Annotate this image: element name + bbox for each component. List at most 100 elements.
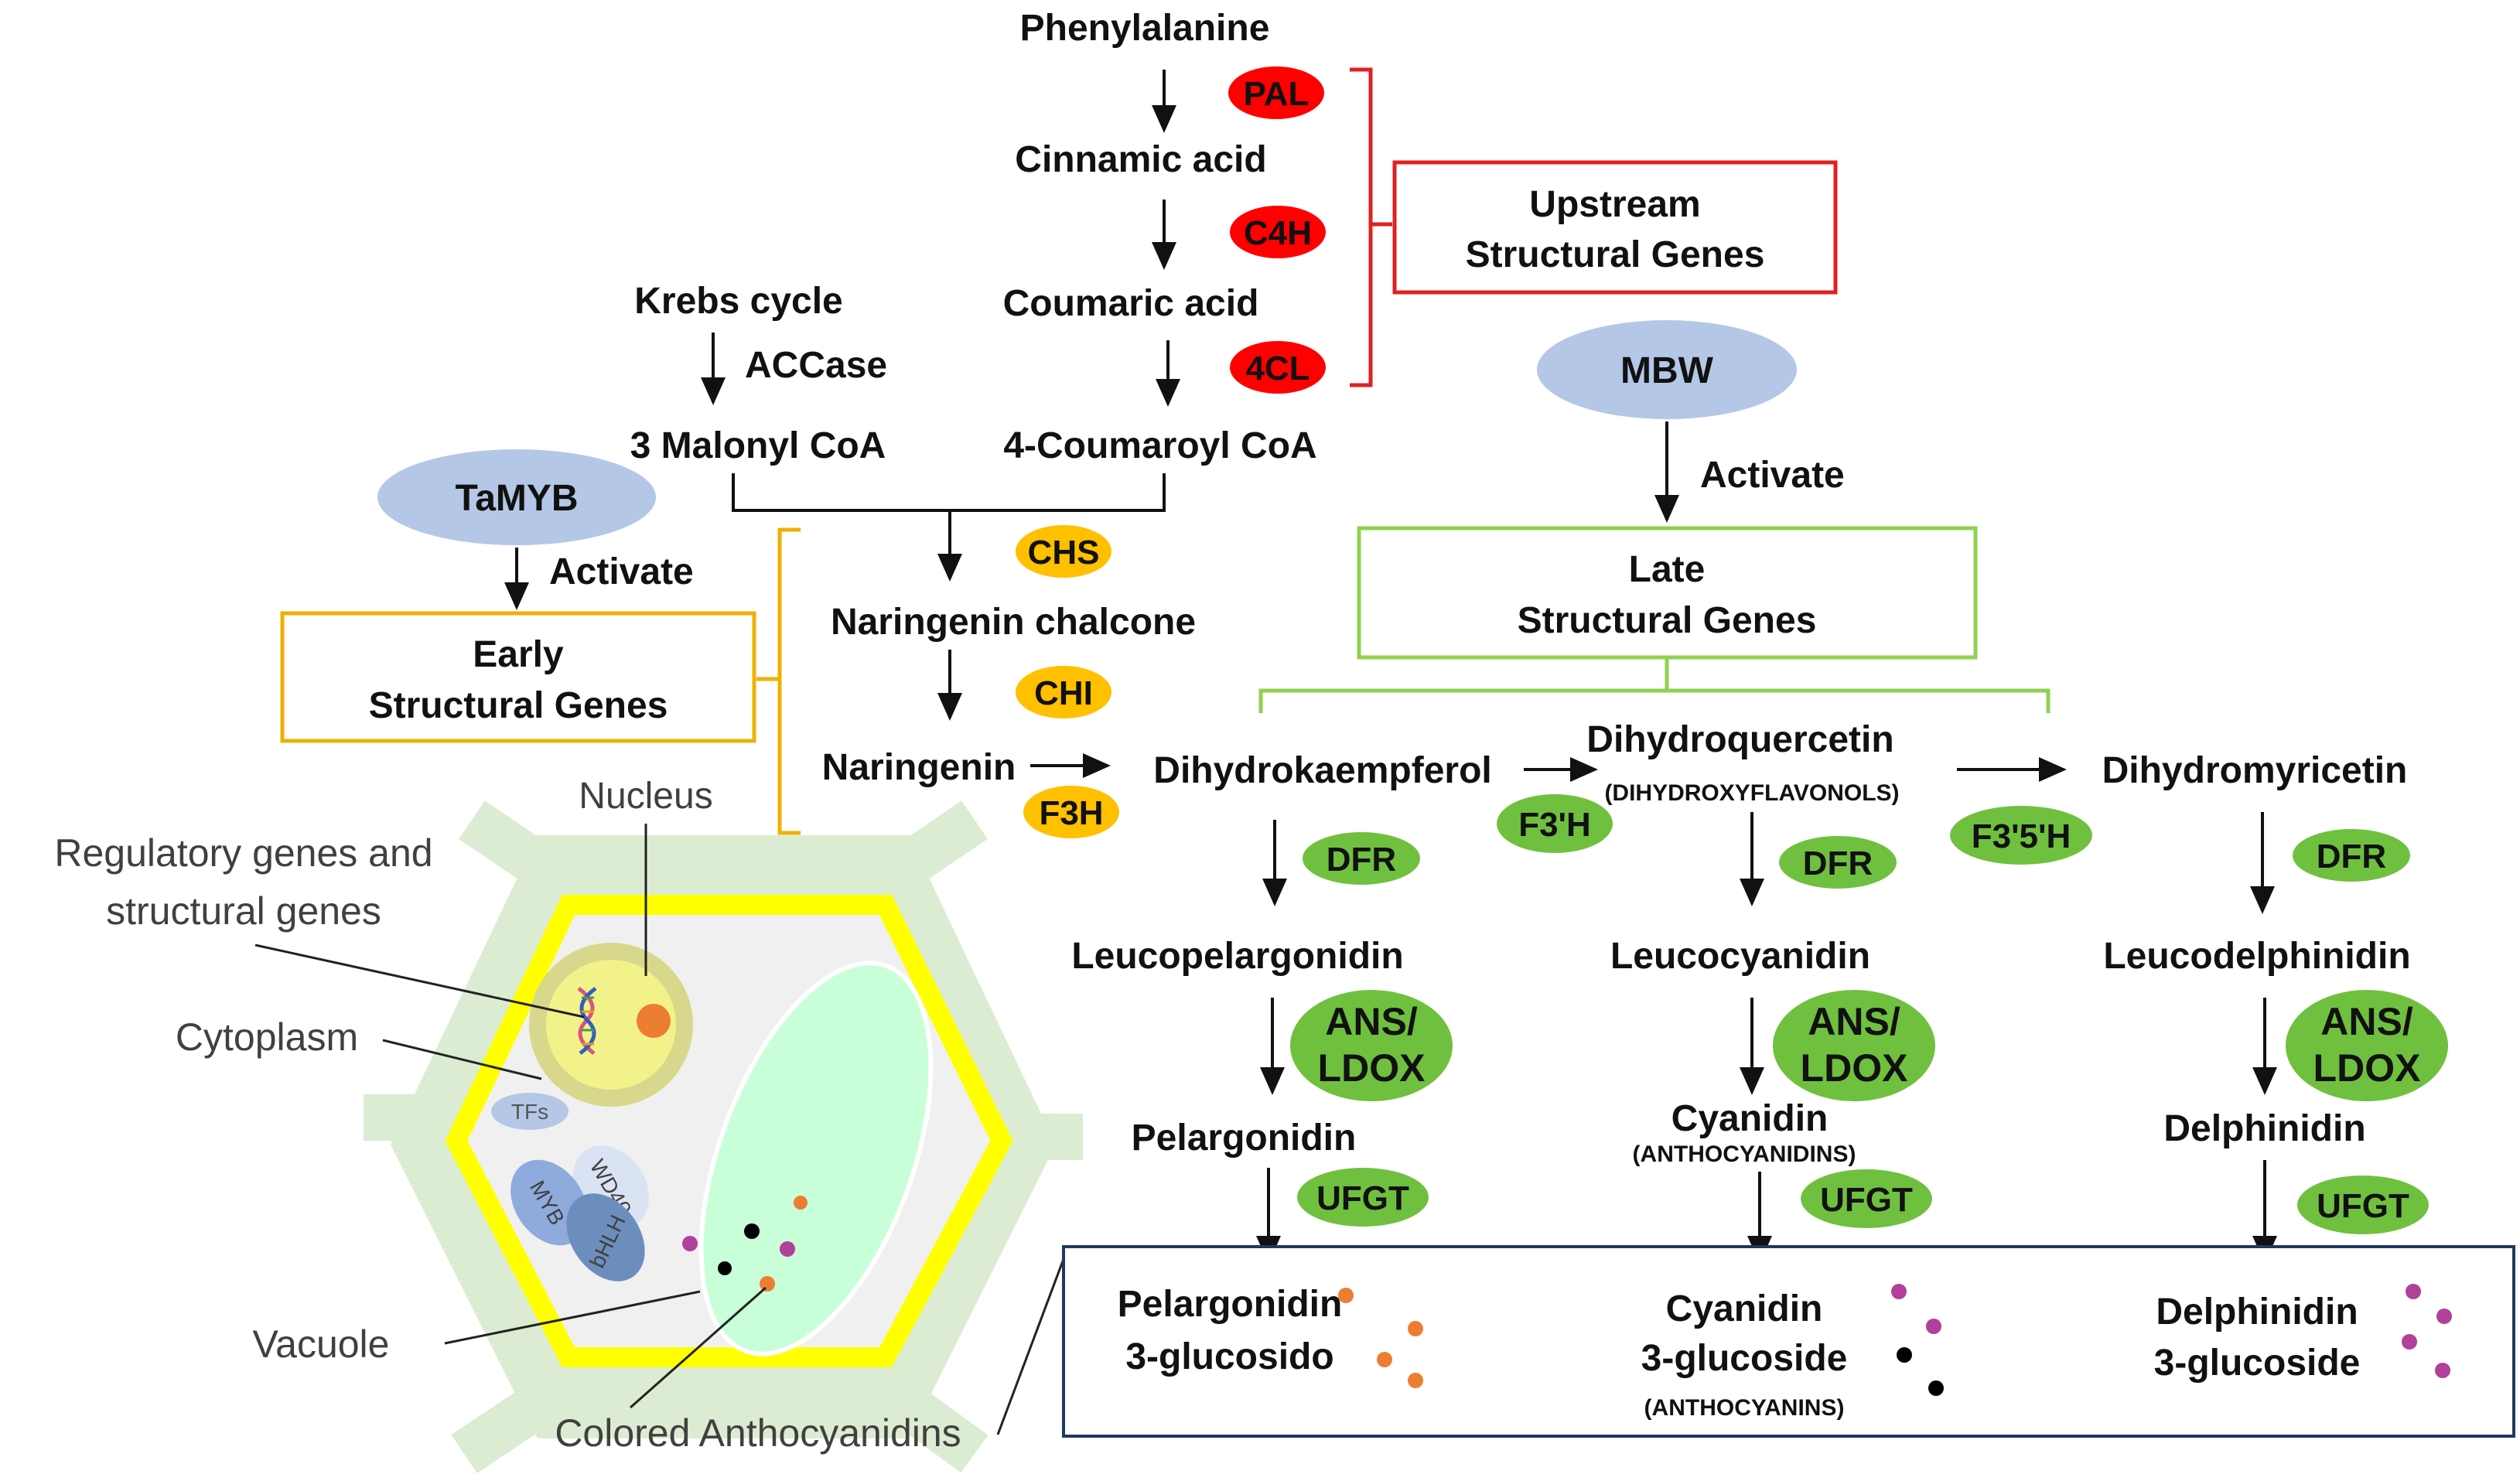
cell-wall-spoke bbox=[876, 800, 988, 897]
mbw-label: MBW bbox=[1620, 350, 1714, 391]
tfs-blob bbox=[491, 1093, 569, 1130]
anthocyanins: (ANTHOCYANINS) bbox=[1644, 1395, 1845, 1421]
phenylalanine: Phenylalanine bbox=[1020, 8, 1270, 49]
tamyb-regulator bbox=[377, 449, 656, 545]
pelargonidin-dot bbox=[1408, 1321, 1423, 1336]
f3h-label: F3H bbox=[1039, 794, 1103, 832]
delphinidin: Delphinidin bbox=[2163, 1108, 2365, 1149]
delphinidin-dot bbox=[2402, 1334, 2417, 1350]
upstream-pathway: Phenylalanine PAL Cinnamic acid C4H Coum… bbox=[630, 8, 1838, 512]
pal-enzyme bbox=[1228, 67, 1324, 119]
colored-anthocyanidins-label: Colored Anthocyanidins bbox=[555, 1411, 961, 1455]
early-genes-label-1: Early bbox=[473, 634, 564, 675]
upstream-bracket bbox=[1350, 67, 1392, 387]
pal-label: PAL bbox=[1244, 75, 1310, 113]
cell-wall-spoke bbox=[459, 800, 570, 897]
late-genes-label-1: Late bbox=[1629, 549, 1706, 590]
ufgt-label-3: UFGT bbox=[2317, 1187, 2409, 1225]
tamyb-label: TaMYB bbox=[455, 478, 578, 519]
tamyb-activate: Activate bbox=[549, 551, 694, 592]
pigment-dot bbox=[780, 1241, 795, 1257]
coumaroyl-coa: 4-Coumaroyl CoA bbox=[1003, 425, 1316, 466]
ans-enzyme-1 bbox=[1290, 990, 1453, 1101]
leucopelargonidin: Leucopelargonidin bbox=[1071, 936, 1403, 977]
naringenin: Naringenin bbox=[822, 747, 1016, 788]
cell-labels: Nucleus Regulatory genes and structural … bbox=[54, 776, 1065, 1455]
chi-enzyme bbox=[1016, 666, 1111, 718]
dna-icon bbox=[577, 986, 597, 1056]
accase-label: ACCase bbox=[745, 345, 887, 386]
4cl-label: 4CL bbox=[1245, 350, 1310, 387]
mbw-activate: Activate bbox=[1700, 455, 1845, 496]
ans-label-3a: ANS/ bbox=[2320, 1000, 2413, 1043]
dfr-label-2: DFR bbox=[1803, 845, 1873, 882]
cell-illustration: TFs WD40 MYB bHLH bbox=[364, 800, 1083, 1473]
cell-wall-spoke bbox=[451, 1373, 570, 1473]
ufgt-label-2: UFGT bbox=[1820, 1181, 1913, 1219]
malonyl-coa: 3 Malonyl CoA bbox=[630, 425, 886, 466]
anthocyanin-products: Pelargonidin 3-glucosido Cyanidin 3-gluc… bbox=[1062, 1245, 2515, 1438]
c4h-enzyme bbox=[1230, 206, 1326, 258]
pigment-dot bbox=[744, 1223, 760, 1239]
coumaric-acid: Coumaric acid bbox=[1003, 283, 1259, 324]
ufgt-label-1: UFGT bbox=[1316, 1179, 1409, 1217]
dfr-enzyme-3 bbox=[2293, 829, 2410, 882]
pelargonidin-glucoside-1: Pelargonidin bbox=[1118, 1284, 1343, 1325]
early-genes-label-2: Structural Genes bbox=[369, 685, 668, 726]
cyanidin: Cyanidin bbox=[1671, 1098, 1829, 1139]
pelargonidin-dot bbox=[1338, 1288, 1354, 1303]
upstream-genes-label-1: Upstream bbox=[1529, 184, 1700, 225]
chs-label: CHS bbox=[1028, 534, 1100, 572]
pigment-dot bbox=[718, 1261, 732, 1275]
late-genes-label-2: Structural Genes bbox=[1518, 600, 1817, 641]
pigment-dot bbox=[682, 1236, 698, 1251]
early-genes-box bbox=[280, 611, 756, 743]
f35h-label: F3'5'H bbox=[1972, 817, 2071, 855]
chi-label: CHI bbox=[1034, 674, 1093, 712]
ans-label-1b: LDOX bbox=[1318, 1046, 1426, 1090]
c4h-label: C4H bbox=[1244, 214, 1312, 252]
dihydrokaempferol: Dihydrokaempferol bbox=[1153, 750, 1491, 791]
tfs-label: TFs bbox=[511, 1100, 548, 1124]
nucleus-envelope bbox=[529, 943, 693, 1107]
upstream-genes-label-2: Structural Genes bbox=[1466, 234, 1765, 275]
pigment-dot bbox=[794, 1196, 808, 1210]
cyanidin-glucoside-2: 3-glucoside bbox=[1641, 1338, 1848, 1379]
chs-enzyme bbox=[1016, 525, 1111, 578]
ufgt-enzyme-3 bbox=[2297, 1176, 2429, 1234]
upstream-genes-box bbox=[1392, 160, 1838, 295]
f3prime-h-label: F3'H bbox=[1518, 806, 1591, 844]
dihydromyricetin: Dihydromyricetin bbox=[2102, 750, 2408, 791]
pelargonidin-dot bbox=[1408, 1373, 1423, 1388]
delphinidin-glucoside-2: 3-glucoside bbox=[2154, 1343, 2361, 1384]
vacuole bbox=[698, 961, 934, 1356]
delphinidin-dot bbox=[2435, 1363, 2450, 1378]
delphinidin-dot bbox=[2436, 1309, 2452, 1324]
merge-bracket bbox=[732, 473, 1166, 512]
pelargonidin-glucoside-2: 3-glucosido bbox=[1125, 1336, 1333, 1377]
cyanidin-dot bbox=[1891, 1284, 1907, 1299]
f3h-enzyme bbox=[1023, 786, 1119, 838]
ans-enzyme-3 bbox=[2286, 990, 2448, 1101]
cinnamic-acid: Cinnamic acid bbox=[1015, 139, 1266, 180]
regulatory-genes-label-2: structural genes bbox=[106, 889, 381, 933]
pelargonidin: Pelargonidin bbox=[1132, 1118, 1357, 1159]
pigment-dot bbox=[760, 1276, 775, 1292]
ans-label-1a: ANS/ bbox=[1325, 1000, 1418, 1043]
dihydroquercetin: Dihydroquercetin bbox=[1586, 719, 1893, 760]
dfr-label-3: DFR bbox=[2317, 838, 2386, 875]
ans-label-3b: LDOX bbox=[2313, 1046, 2421, 1090]
late-genes-box bbox=[1357, 526, 1978, 660]
4cl-enzyme bbox=[1230, 341, 1326, 394]
cell-wall-spoke bbox=[876, 1373, 989, 1473]
ufgt-enzyme-2 bbox=[1801, 1169, 1932, 1228]
delphinidin-glucoside-1: Delphinidin bbox=[2156, 1292, 2358, 1333]
cyanidin-dot bbox=[1897, 1347, 1912, 1363]
ans-enzyme-2 bbox=[1773, 990, 1935, 1101]
dfr-enzyme-1 bbox=[1303, 832, 1420, 885]
leucodelphinidin: Leucodelphinidin bbox=[2103, 936, 2410, 977]
nucleolus bbox=[637, 1004, 671, 1038]
cytoplasm-label: Cytoplasm bbox=[176, 1015, 358, 1059]
